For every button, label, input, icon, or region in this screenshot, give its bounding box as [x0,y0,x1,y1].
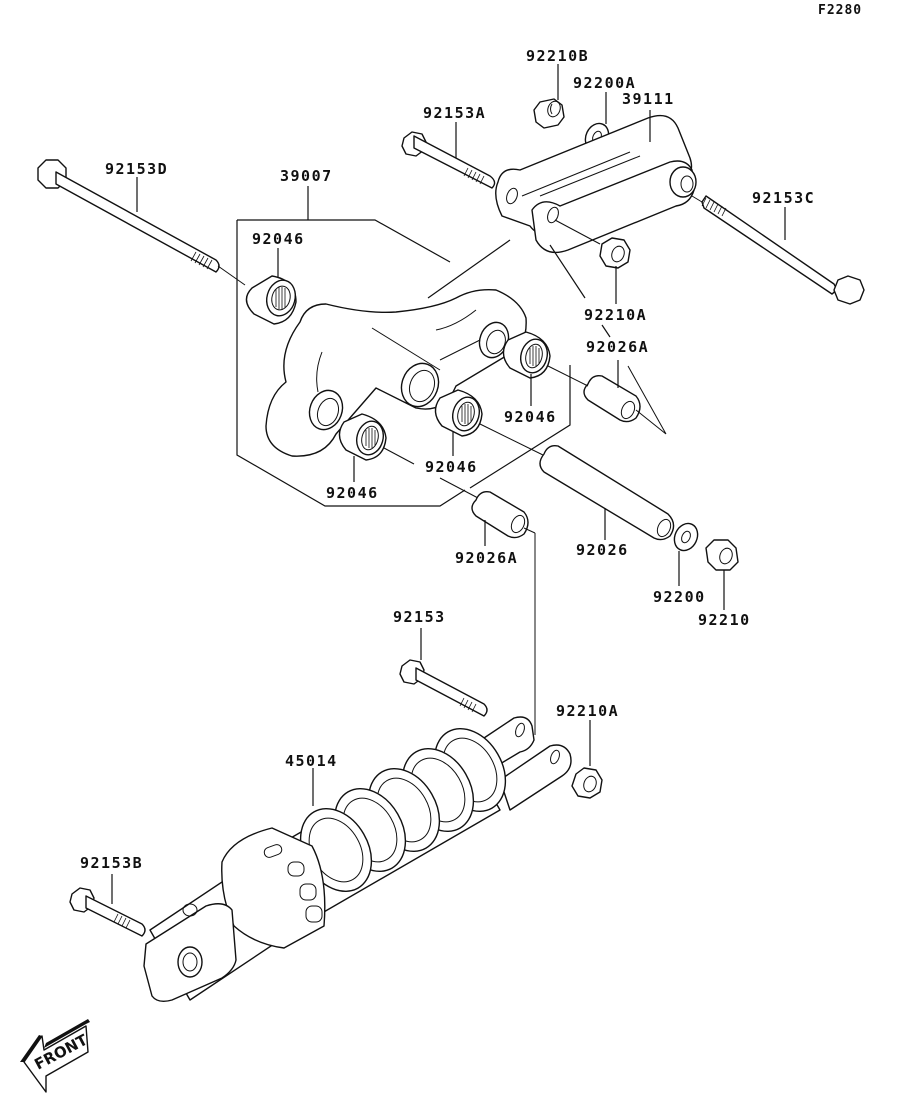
part-92210B-nut[interactable] [533,98,565,129]
label-92153[interactable]: 92153 [393,608,446,626]
part-92153A-bolt[interactable] [401,131,496,189]
label-92046-4[interactable]: 92046 [326,484,379,502]
part-92153-bolt[interactable] [399,659,488,717]
part-92153B-bolt[interactable] [69,887,146,937]
part-92046-bearing-2[interactable] [502,331,589,387]
part-92046-bearing-4[interactable] [338,413,479,499]
label-92046-2[interactable]: 92046 [504,408,557,426]
part-92210-nut[interactable] [705,539,739,571]
leader-92210A-1b [549,244,586,299]
part-92210A-nut-2[interactable] [571,767,603,799]
label-92153D[interactable]: 92153D [105,160,168,178]
assembly-outline-39007 [236,186,571,507]
part-92026A-sleeve-1[interactable] [583,365,667,435]
label-92153B[interactable]: 92153B [80,854,143,872]
label-92210B[interactable]: 92210B [526,47,589,65]
label-92026[interactable]: 92026 [576,541,629,559]
part-92153C-long-bolt[interactable] [691,195,865,305]
part-39007-rocker-arm[interactable] [265,288,527,457]
part-92046-bearing-3[interactable] [434,389,546,457]
part-92026-long-sleeve[interactable] [539,444,675,541]
label-92153A[interactable]: 92153A [423,104,486,122]
part-92046-bearing-1[interactable] [245,275,299,325]
leader-92026A-1a [601,324,611,338]
label-92026A-1[interactable]: 92026A [586,338,649,356]
part-92200-washer[interactable] [670,520,702,555]
part-92026A-sleeve-2[interactable] [471,490,536,735]
part-92210A-nut-1[interactable] [554,219,631,269]
label-92153C[interactable]: 92153C [752,189,815,207]
label-92210A-2[interactable]: 92210A [556,702,619,720]
label-92026A-2[interactable]: 92026A [455,549,518,567]
label-92200A[interactable]: 92200A [573,74,636,92]
reference-code: F2280 [818,3,862,18]
label-39111[interactable]: 39111 [622,90,675,108]
label-39007[interactable]: 39007 [280,167,333,185]
part-45014-shock-absorber[interactable] [143,716,572,1003]
label-92210A-1[interactable]: 92210A [584,306,647,324]
front-direction-arrow: FRONT [20,1019,91,1093]
label-92046-3[interactable]: 92046 [425,458,478,476]
label-45014[interactable]: 45014 [285,752,338,770]
part-92153D-long-bolt[interactable] [37,159,246,286]
label-92046-1[interactable]: 92046 [252,230,305,248]
label-92210[interactable]: 92210 [698,611,751,629]
label-92200[interactable]: 92200 [653,588,706,606]
